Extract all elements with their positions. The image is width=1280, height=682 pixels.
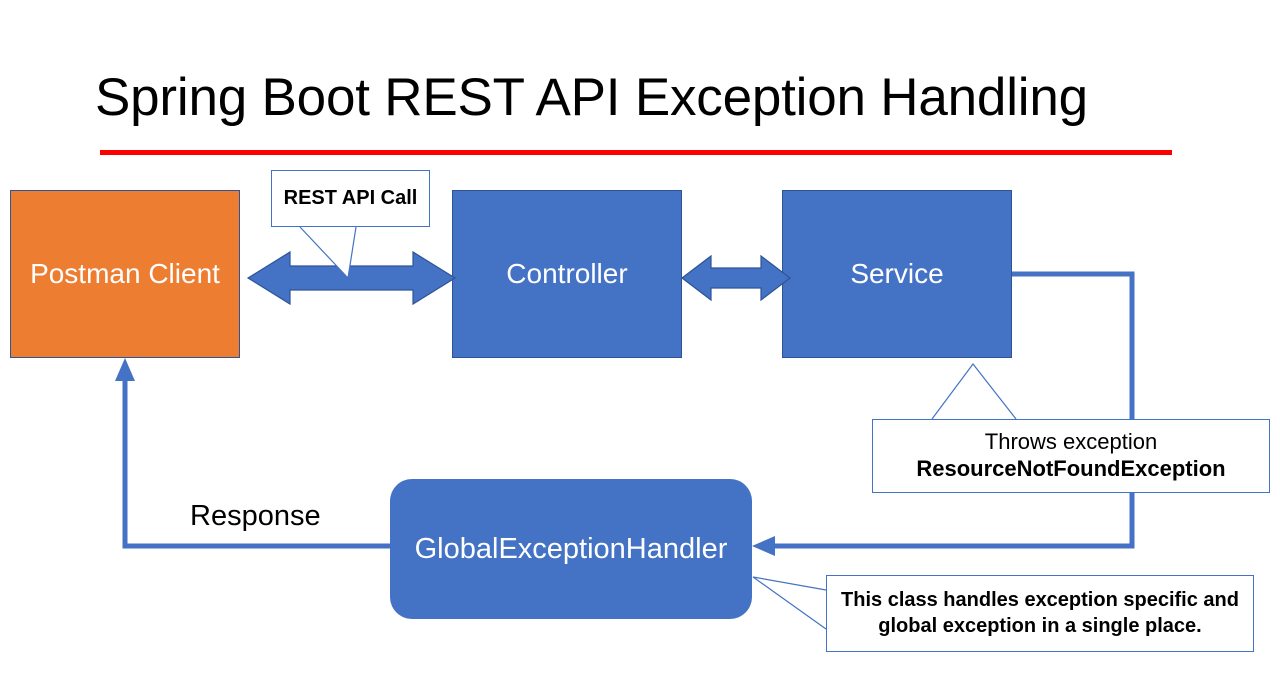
callout-tail-rest-api-call	[299, 226, 357, 280]
connector-label-response: Response	[190, 500, 321, 532]
callout-tail-throws	[931, 363, 1017, 420]
node-global-exception-handler-label: GlobalExceptionHandler	[414, 532, 728, 565]
arrow-postman-controller	[246, 250, 457, 306]
callout-global-handler-note-line-1: This class handles exception specific an…	[841, 588, 1239, 611]
callout-tail-global-note	[752, 576, 827, 630]
callout-global-handler-note-line-2: global exception in a single place.	[878, 614, 1202, 637]
node-controller[interactable]: Controller	[452, 190, 682, 358]
node-postman-client-label: Postman Client	[30, 258, 220, 289]
node-postman-client[interactable]: Postman Client	[10, 190, 240, 358]
callout-rest-api-call-text: REST API Call	[283, 187, 418, 209]
node-controller-label: Controller	[506, 258, 628, 289]
callout-throws-exception: Throws exception ResourceNotFoundExcepti…	[872, 419, 1270, 493]
arrow-controller-service	[681, 254, 791, 302]
node-global-exception-handler[interactable]: GlobalExceptionHandler	[390, 479, 752, 619]
callout-throws-line-1: Throws exception	[984, 429, 1158, 455]
page-title: Spring Boot REST API Exception Handling	[95, 68, 1088, 127]
title-underline-rule	[100, 150, 1172, 155]
callout-rest-api-call: REST API Call	[271, 170, 430, 227]
callout-global-handler-note: This class handles exception specific an…	[826, 575, 1254, 652]
node-service[interactable]: Service	[782, 190, 1012, 358]
node-service-label: Service	[850, 258, 944, 289]
callout-throws-exception-name: ResourceNotFoundException	[916, 456, 1226, 481]
